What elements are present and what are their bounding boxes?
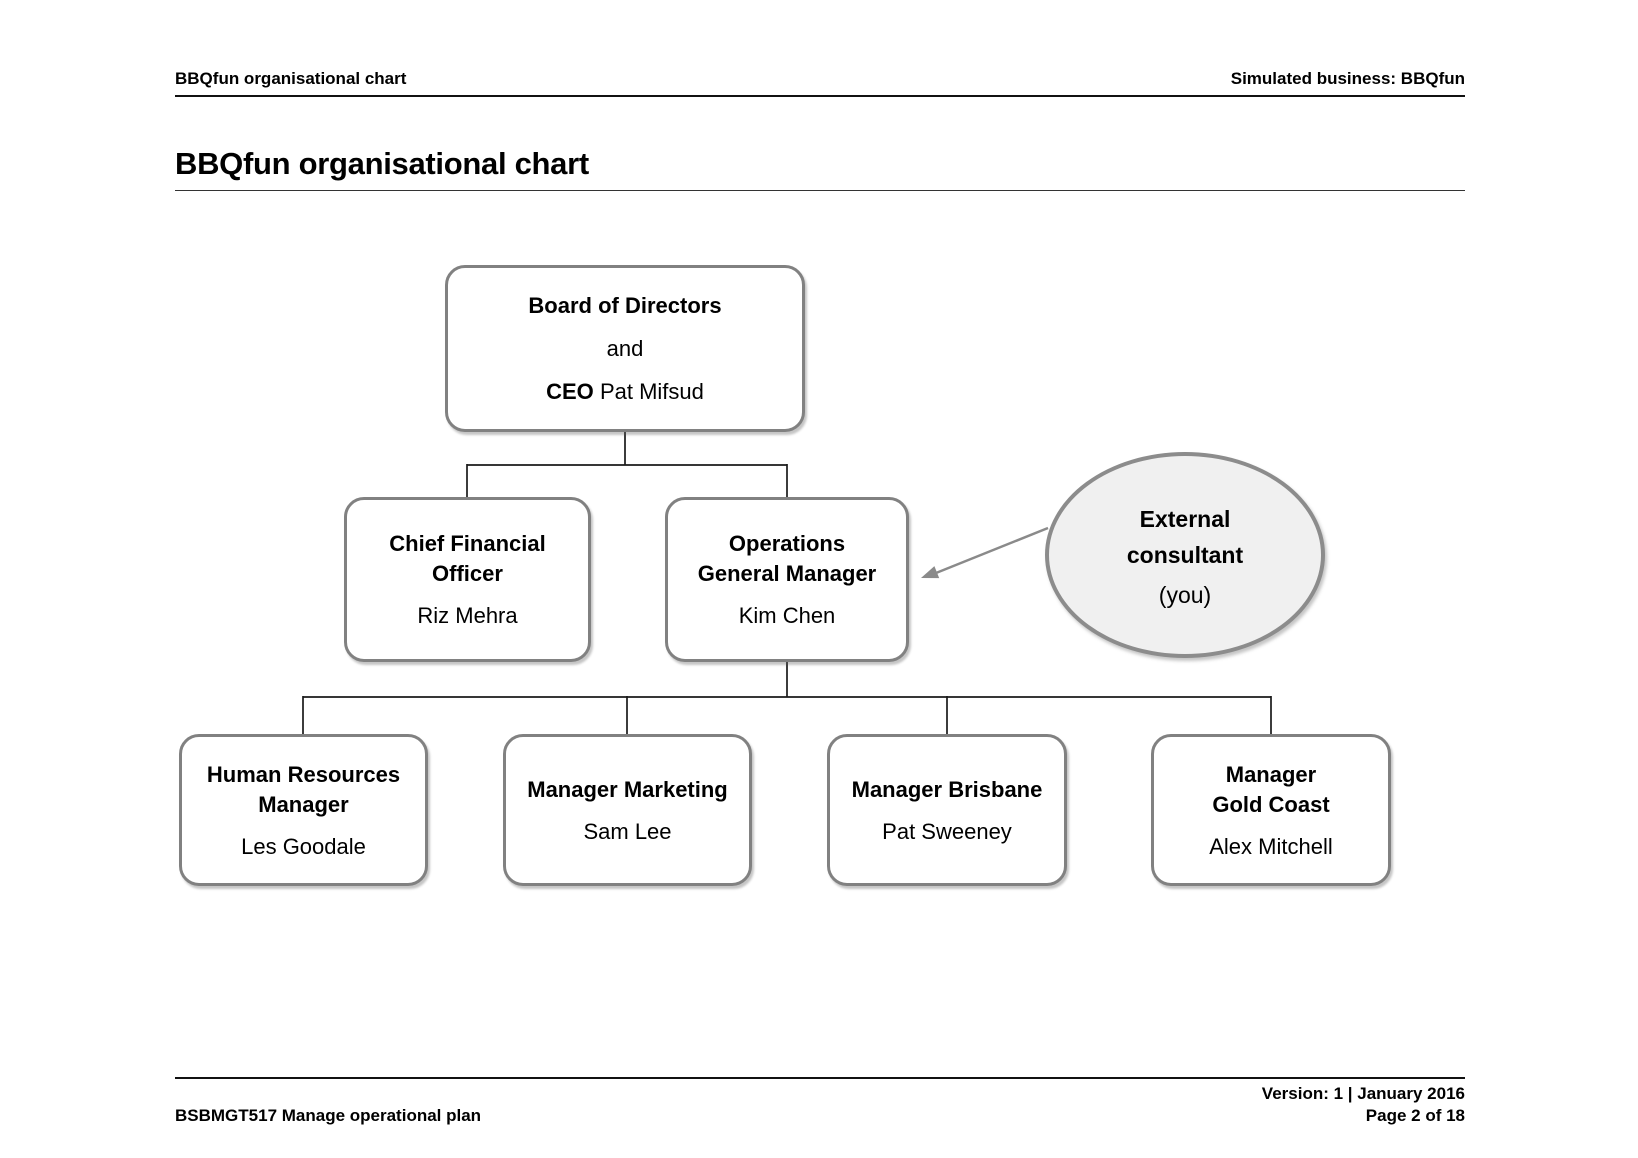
header-rule — [175, 95, 1465, 97]
org-node-manager-gold-coast: Manager Gold Coast Alex Mitchell — [1151, 734, 1391, 886]
org-node-operations-gm-title: Operations General Manager — [697, 531, 877, 586]
org-node-hr-manager-title: Human Resources Manager — [206, 761, 401, 817]
footer-course-text: BSBMGT517 Manage operational plan — [175, 1106, 482, 1125]
org-node-board: Board of Directors and CEO Pat Mifsud — [445, 265, 805, 432]
footer-rule — [175, 1077, 1465, 1079]
org-node-manager-brisbane-title: Manager Brisbane — [851, 776, 1043, 802]
header-left-text: BBQfun organisational chart — [175, 69, 407, 88]
org-node-cfo-person: Riz Mehra — [417, 603, 518, 628]
consultant-arrowhead-icon — [921, 566, 940, 579]
org-node-operations-gm-person: Kim Chen — [738, 603, 836, 628]
org-node-cfo: Chief Financial Officer Riz Mehra — [344, 497, 591, 662]
page-title: BBQfun organisational chart — [175, 146, 589, 181]
org-node-manager-brisbane-person: Pat Sweeney — [882, 818, 1012, 844]
consultant-arrow-line — [935, 526, 1049, 575]
org-node-hr-manager: Human Resources Manager Les Goodale — [179, 734, 428, 886]
org-node-manager-marketing-title: Manager Marketing — [527, 776, 728, 802]
header-right-text: Simulated business: BBQfun — [1230, 69, 1465, 88]
org-node-manager-gold-coast-title: Manager Gold Coast — [1212, 761, 1330, 817]
org-node-external-consultant: External consultant (you) — [1045, 452, 1325, 658]
org-node-cfo-title: Chief Financial Officer — [389, 531, 546, 586]
org-node-board-role: CEO — [546, 378, 594, 404]
footer-page-number: Page 2 of 18 — [1365, 1106, 1465, 1125]
org-node-external-consultant-title: External consultant — [1126, 506, 1244, 568]
org-node-board-title: Board of Directors — [528, 292, 722, 318]
org-node-hr-manager-person: Les Goodale — [241, 833, 366, 859]
org-node-board-conjunction: and — [606, 335, 644, 361]
org-node-manager-marketing: Manager Marketing Sam Lee — [503, 734, 752, 886]
org-node-manager-brisbane: Manager Brisbane Pat Sweeney — [827, 734, 1067, 886]
org-node-operations-gm: Operations General Manager Kim Chen — [665, 497, 909, 662]
footer-version-text: Version: 1 | January 2016 — [1261, 1084, 1465, 1103]
org-node-board-ceo-line: CEO Pat Mifsud — [546, 377, 704, 407]
org-node-external-consultant-person: (you) — [1158, 582, 1212, 608]
org-node-manager-marketing-person: Sam Lee — [583, 818, 672, 844]
org-node-manager-gold-coast-person: Alex Mitchell — [1209, 833, 1333, 859]
title-rule — [175, 190, 1465, 191]
org-node-board-person: Pat Mifsud — [599, 378, 704, 404]
